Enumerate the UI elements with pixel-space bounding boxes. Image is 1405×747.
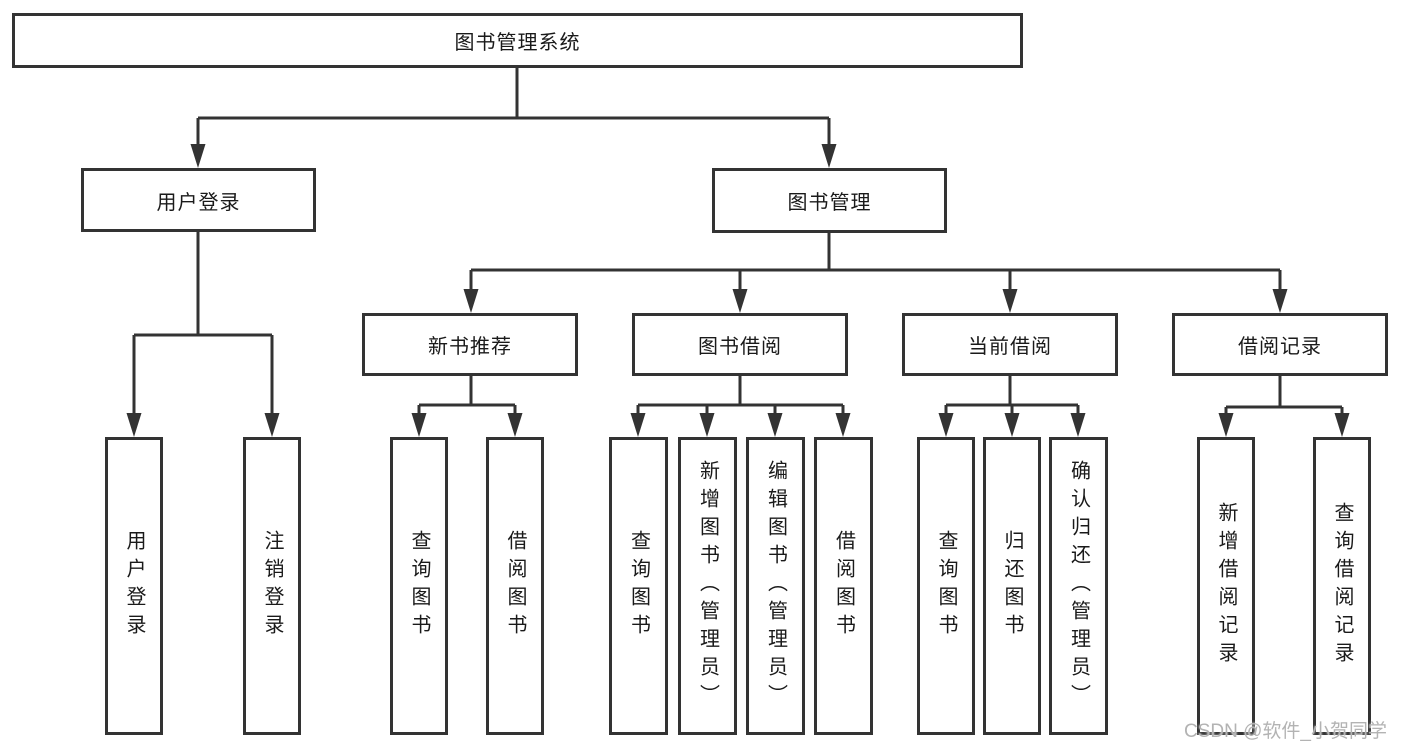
leaf-add-book-admin: 新增图书（管理员） bbox=[678, 437, 737, 735]
node-root-system: 图书管理系统 bbox=[12, 13, 1023, 68]
leaf-add-borrow-record: 新增借阅记录 bbox=[1197, 437, 1255, 735]
node-new-book-recommend: 新书推荐 bbox=[362, 313, 578, 376]
connector-current-to-leaves bbox=[938, 376, 1086, 437]
connector-borrow-to-leaves bbox=[630, 376, 851, 437]
leaf-query-borrow-record: 查询借阅记录 bbox=[1313, 437, 1371, 735]
connector-newbook-to-leaves bbox=[411, 376, 523, 437]
node-book-borrow: 图书借阅 bbox=[632, 313, 848, 376]
leaf-query-book-current: 查询图书 bbox=[917, 437, 975, 735]
node-borrow-record: 借阅记录 bbox=[1172, 313, 1388, 376]
leaf-confirm-return-admin: 确认归还（管理员） bbox=[1049, 437, 1108, 735]
connector-management-to-level3 bbox=[463, 233, 1288, 313]
leaf-edit-book-admin: 编辑图书（管理员） bbox=[746, 437, 805, 735]
leaf-user-login: 用户登录 bbox=[105, 437, 163, 735]
connector-login-to-leaves bbox=[126, 232, 280, 437]
leaf-borrow-book-borrow: 借阅图书 bbox=[814, 437, 873, 735]
node-book-management: 图书管理 bbox=[712, 168, 947, 233]
node-user-login: 用户登录 bbox=[81, 168, 316, 232]
leaf-query-book-borrow: 查询图书 bbox=[609, 437, 668, 735]
leaf-return-book: 归还图书 bbox=[983, 437, 1041, 735]
leaf-query-book-newbook: 查询图书 bbox=[390, 437, 448, 735]
csdn-watermark: CSDN @软件_小贺同学 bbox=[1184, 721, 1387, 742]
connector-record-to-leaves bbox=[1218, 376, 1350, 437]
node-current-borrow: 当前借阅 bbox=[902, 313, 1118, 376]
leaf-logout-login: 注销登录 bbox=[243, 437, 301, 735]
leaf-borrow-book-newbook: 借阅图书 bbox=[486, 437, 544, 735]
connector-root-to-level2 bbox=[190, 68, 837, 168]
